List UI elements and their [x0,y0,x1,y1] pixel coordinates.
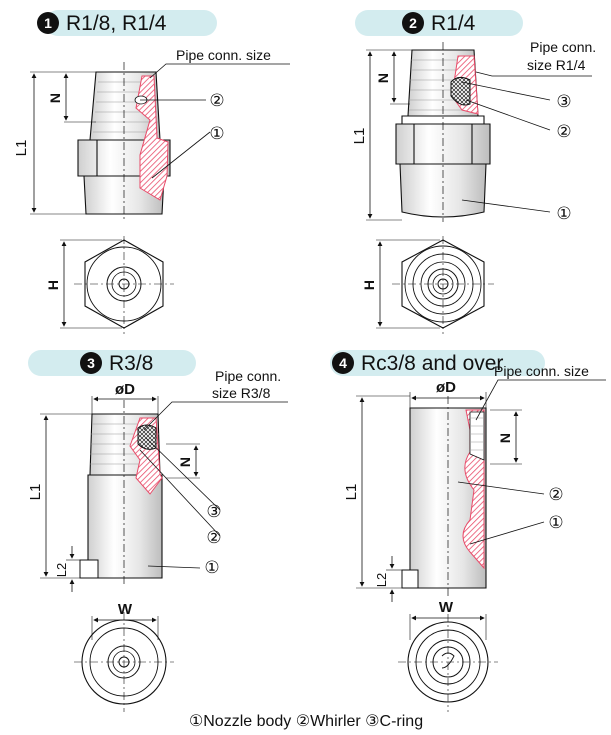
dim-4-W: W [439,599,454,616]
section-3-banner [28,350,196,376]
dim-1-N: N [47,93,63,103]
section-3-drawing [40,396,288,592]
section-2-badge [402,12,424,34]
section-4-bottom-view [398,614,498,712]
dim-2-N: N [375,73,391,83]
section-1-bottom-view [60,236,174,334]
callout-3-line2: size R3/8 [212,385,271,401]
section-2-bottom-view [376,236,494,334]
part-3-body: ① [204,558,219,577]
part-2-c-ring: ③ [556,92,571,111]
dim-1-H: H [45,280,61,290]
part-4-body: ① [548,513,563,532]
part-3-c-ring: ③ [206,502,221,521]
dim-4-N: N [497,433,513,443]
dim-4-L1: L1 [343,484,360,501]
section-1-banner [45,10,217,36]
callout-1: Pipe conn. size [176,47,271,63]
section-4-title: Rc3/8 and over [361,352,503,375]
section-1-badge [37,12,59,34]
part-2-body: ① [556,204,571,223]
part-1-body: ① [209,124,224,143]
dim-3-L1: L1 [27,484,44,501]
section-2-labels: L1 N Pipe conn. size R1/4 ③ ② ① [351,39,596,223]
section-2-header: 2 R1/4 [355,10,523,36]
section-3-labels: øD L1 L2 N Pipe conn. size R3/8 ③ ② ① [27,368,281,577]
dim-3-D: øD [115,381,135,398]
section-4-header: 4 Rc3/8 and over [330,350,545,376]
dim-1-L1: L1 [13,140,30,157]
section-2-title: R1/4 [431,12,476,35]
nozzle-1-section-hatch [135,75,169,201]
section-2-banner [355,10,523,36]
dim-2-L1: L1 [351,128,368,145]
section-4-banner [330,350,545,376]
part-1-whirler: ② [209,91,224,110]
section-1-title: R1/8, R1/4 [66,12,167,35]
dim-3-L2: L2 [54,563,69,577]
dim-3-N: N [177,457,193,467]
nozzle-2-c-ring [450,76,471,106]
section-4-labels: øD L1 L2 N Pipe conn. size ② ① [343,363,589,587]
nozzle-3-c-ring [137,424,157,450]
section-3-bottom-view [74,612,174,712]
section-3-title: R3/8 [109,352,153,375]
section-3-number: 3 [87,355,95,371]
section-4-number: 4 [339,355,347,371]
section-4-drawing [356,379,606,602]
callout-4: Pipe conn. size [494,363,589,379]
callout-3-line1: Pipe conn. [215,368,281,384]
section-3-badge [80,352,102,374]
section-1-drawing [30,62,290,222]
dim-4-D: øD [436,379,456,396]
section-1-number: 1 [44,15,52,31]
dim-2-H: H [361,280,377,290]
part-4-whirler: ② [548,485,563,504]
part-2-whirler: ② [556,122,571,141]
parts-legend: ①Nozzle body ②Whirler ③C-ring [189,713,423,730]
section-2-number: 2 [409,15,417,31]
callout-2-line1: Pipe conn. [530,39,596,55]
dim-4-L2: L2 [374,573,389,587]
dim-3-W: W [118,601,133,618]
section-3-header: 3 R3/8 [28,350,196,376]
part-3-whirler: ② [206,528,221,547]
section-2-drawing [366,42,592,222]
callout-2-line2: size R1/4 [527,57,586,73]
section-4-badge [332,352,354,374]
section-1-header: 1 R1/8, R1/4 [37,10,217,36]
section-1-labels: L1 N Pipe conn. size ② ① [13,47,271,156]
